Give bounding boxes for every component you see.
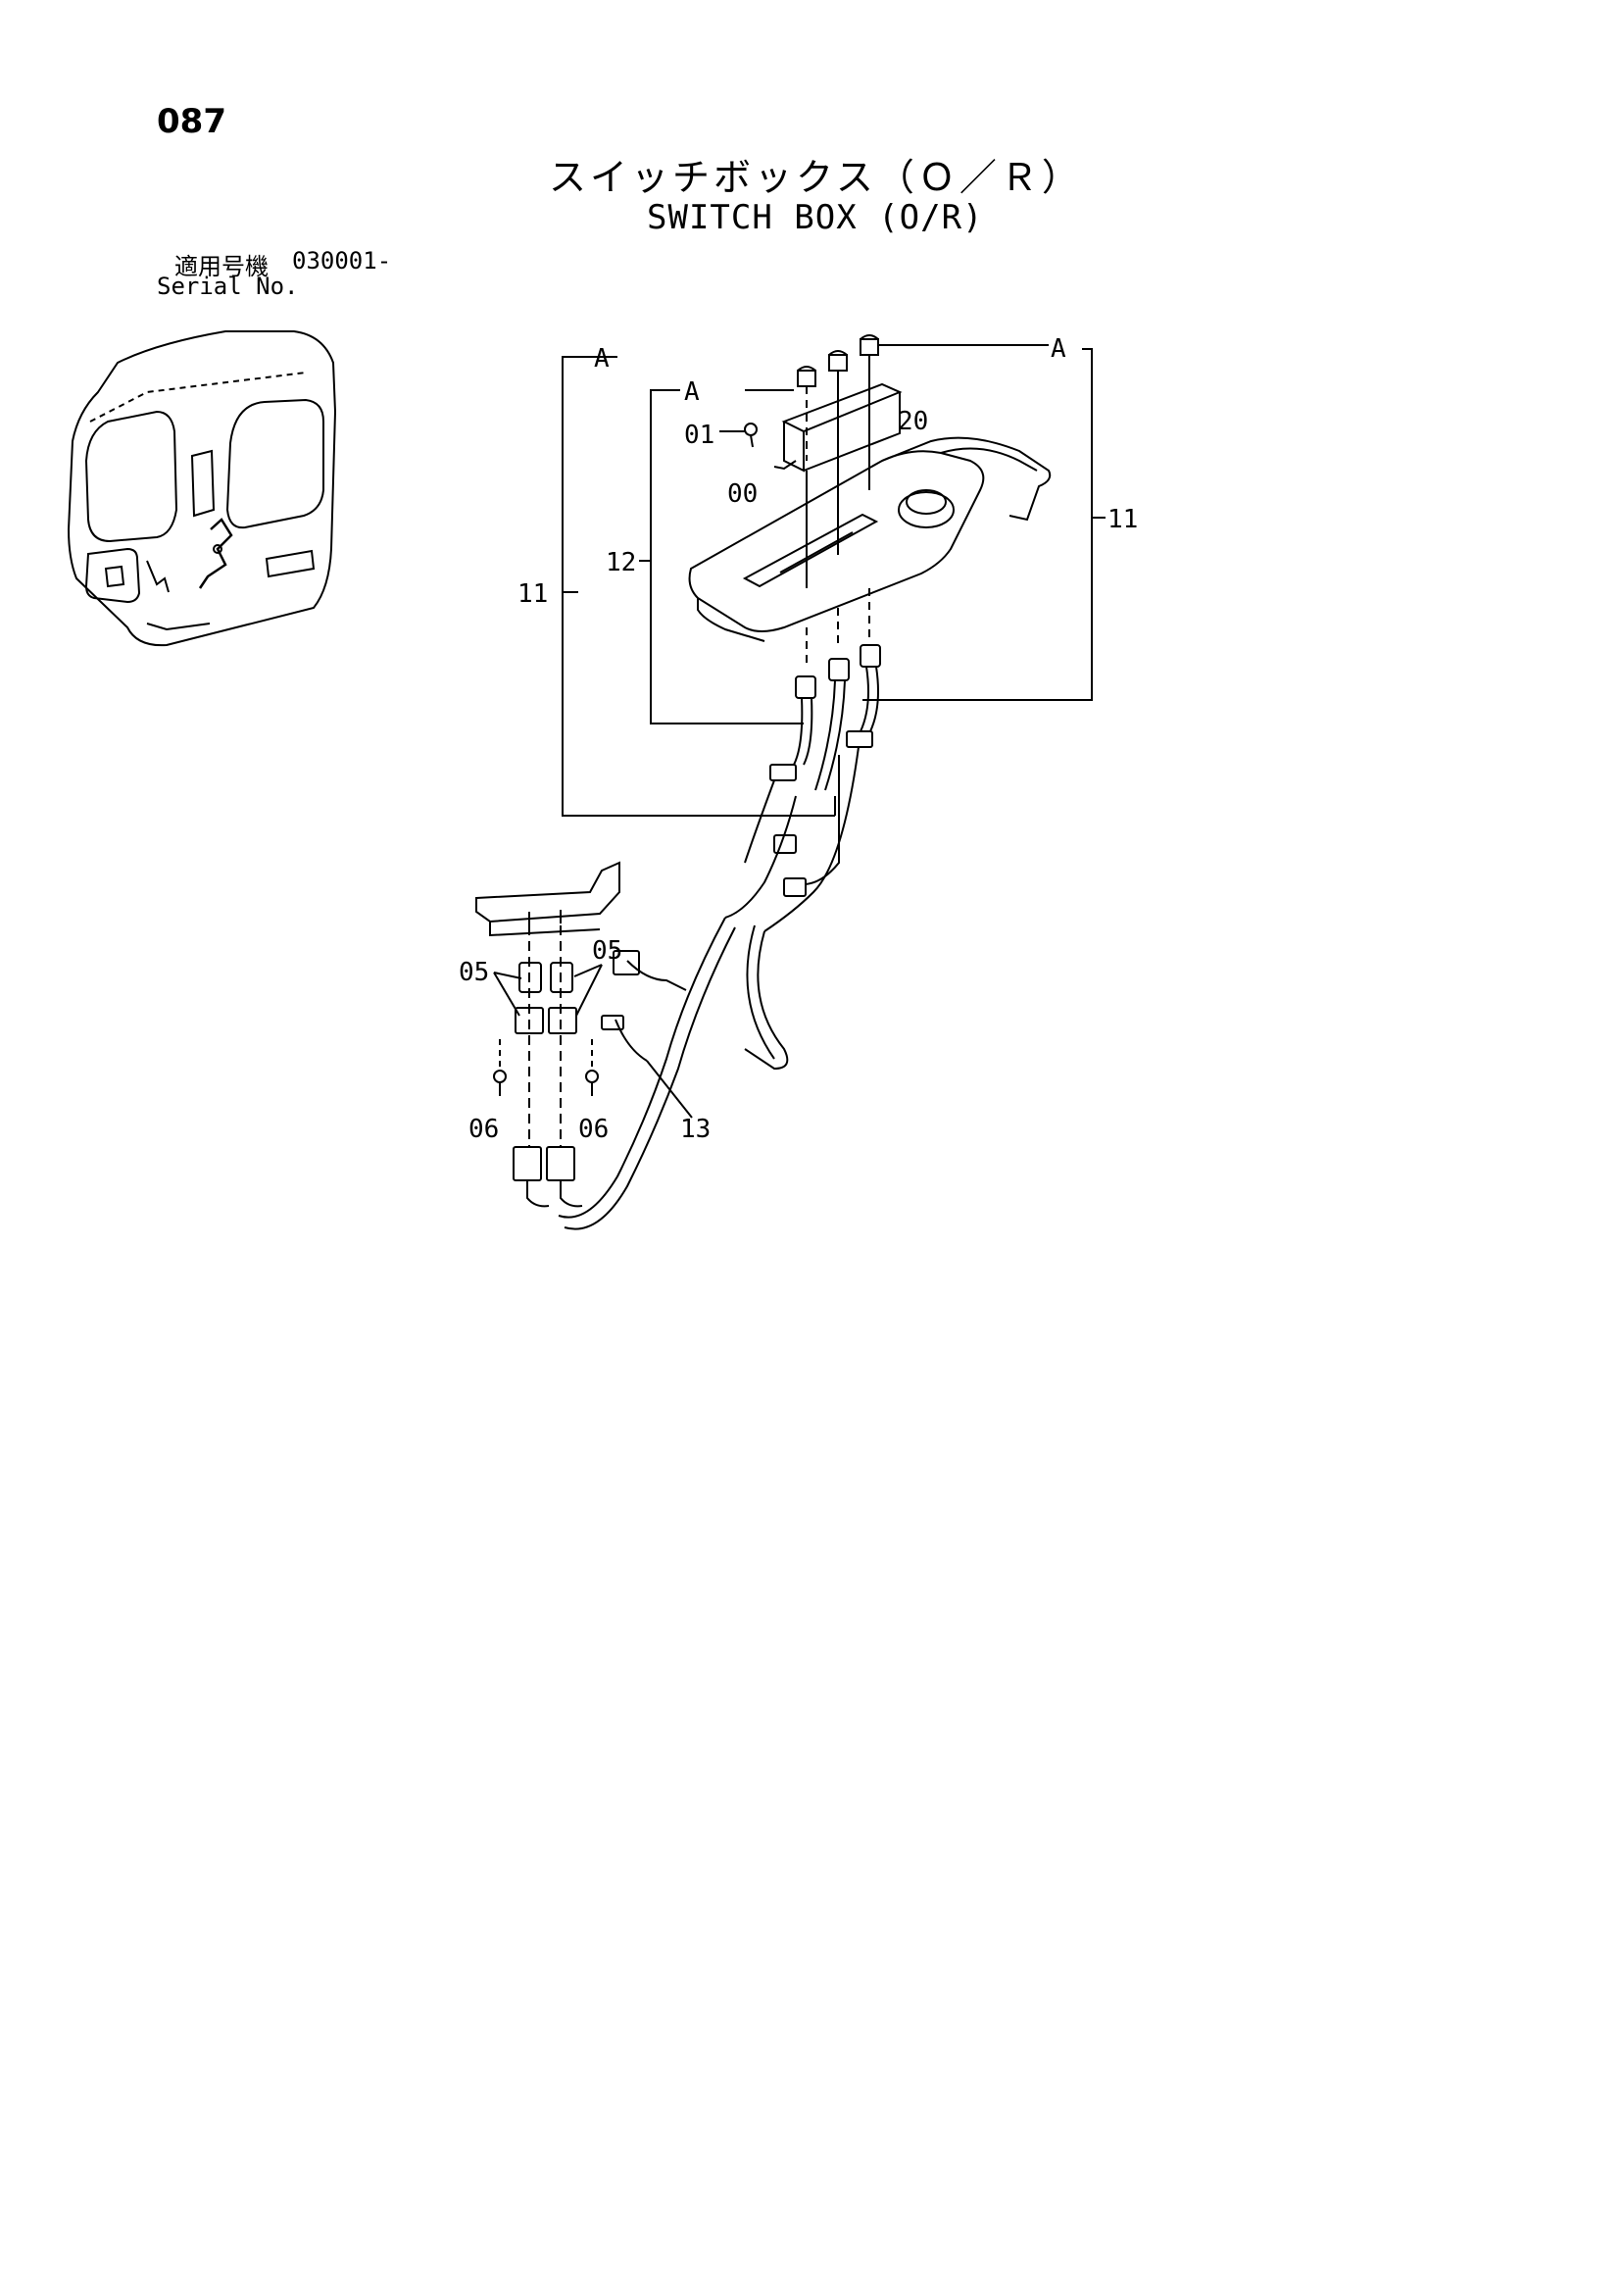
callout-part-12: 12	[606, 548, 636, 577]
console-panel	[688, 436, 1052, 667]
callout-labels: A A A 01 00 20 11 11 12 05 05 06 06 13	[459, 334, 1138, 1144]
cab-location-thumbnail	[67, 330, 337, 647]
title-japanese: スイッチボックス（Ｏ／Ｒ）	[549, 156, 1083, 199]
serial-number: 030001-	[292, 247, 392, 275]
callout-part-05-left: 05	[459, 958, 489, 987]
callout-a-inner: A	[684, 377, 700, 407]
callout-part-13: 13	[680, 1115, 711, 1144]
callout-part-11-left: 11	[517, 579, 548, 609]
page-number: 087	[157, 102, 226, 141]
callout-part-06-right: 06	[578, 1115, 609, 1144]
mounting-bracket-assembly	[475, 861, 620, 1208]
group-brackets	[562, 344, 1106, 817]
serial-label-english: Serial No.	[157, 273, 299, 300]
callout-part-00: 00	[727, 479, 758, 509]
callout-part-20: 20	[898, 407, 928, 436]
callout-part-05-right: 05	[592, 936, 622, 966]
callout-part-01: 01	[684, 421, 714, 450]
callout-a-outer-right: A	[1051, 334, 1066, 364]
switch-box-assembly	[719, 334, 903, 588]
title-english: SWITCH BOX (O/R)	[647, 198, 984, 237]
serial-label-japanese: 適用号機	[174, 253, 269, 280]
callout-part-06-left: 06	[468, 1115, 499, 1144]
callout-a-outer-left: A	[594, 344, 610, 374]
callout-part-11-right: 11	[1107, 505, 1138, 534]
wiring-harness	[558, 644, 881, 1230]
